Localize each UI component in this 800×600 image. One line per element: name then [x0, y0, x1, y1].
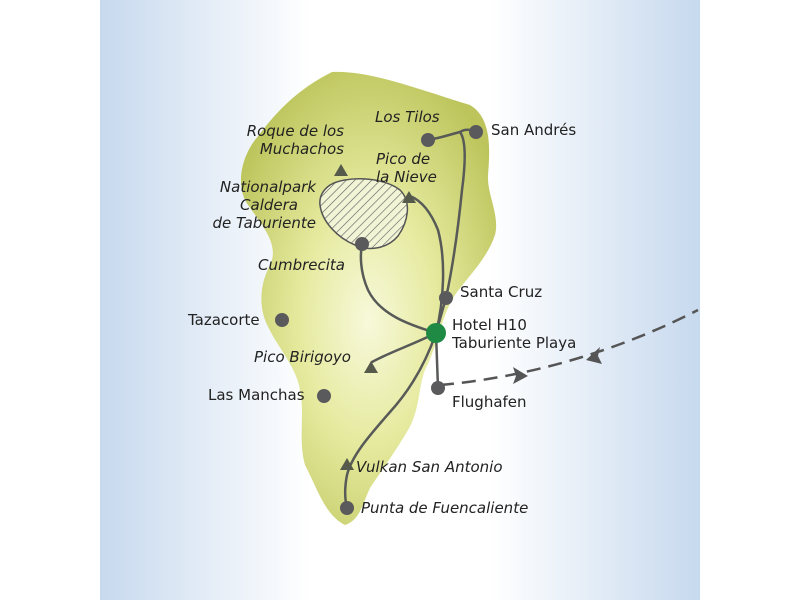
marker-los-tilos — [421, 133, 435, 147]
label-nationalpark-line2: Caldera — [240, 196, 298, 214]
label-hotel: Hotel H10 Taburiente Playa — [452, 316, 576, 352]
marker-tazacorte — [275, 313, 289, 327]
peak-birigoyo-icon — [364, 361, 378, 373]
flight-arrow-icon — [586, 347, 602, 364]
label-san-andres: San Andrés — [491, 121, 577, 139]
label-tazacorte: Tazacorte — [188, 311, 260, 329]
marker-punta — [340, 501, 354, 515]
marker-santa-cruz — [439, 291, 453, 305]
label-los-tilos: Los Tilos — [375, 108, 440, 126]
peak-pico-nieve-icon — [402, 191, 416, 203]
island-la-palma — [240, 71, 497, 525]
route-cumbrecita — [359, 242, 438, 335]
marker-san-andres — [469, 125, 483, 139]
marker-flughafen — [431, 381, 445, 395]
label-roque-line1: Roque de los — [246, 122, 344, 140]
flight-arrow-icon — [513, 367, 528, 384]
label-pico-birigoyo: Pico Birigoyo — [254, 348, 351, 366]
label-pico-nieve: Pico de la Nieve — [376, 150, 437, 186]
nationalpark-area — [319, 178, 409, 250]
marker-hotel-icon — [426, 323, 446, 343]
route-hotel-santacruz-sanandres — [434, 128, 478, 335]
marker-las-manchas — [317, 389, 331, 403]
route-south — [343, 331, 438, 510]
label-hotel-line2: Taburiente Playa — [452, 334, 577, 352]
label-hotel-line1: Hotel H10 — [452, 316, 527, 334]
label-punta: Punta de Fuencaliente — [361, 499, 529, 517]
label-pico-nieve-line2: la Nieve — [376, 168, 437, 186]
label-las-manchas: Las Manchas — [208, 386, 305, 404]
route-pico-nieve — [408, 194, 445, 335]
flight-path — [439, 308, 699, 387]
peak-roque-icon — [334, 164, 348, 176]
label-santa-cruz: Santa Cruz — [460, 283, 543, 301]
label-nationalpark: Nationalpark Caldera de Taburiente — [200, 178, 316, 232]
label-roque: Roque de los Muchachos — [232, 122, 344, 158]
peak-vulkan-icon — [340, 458, 354, 470]
label-roque-line2: Muchachos — [259, 140, 344, 158]
label-nationalpark-line1: Nationalpark — [219, 178, 316, 196]
label-pico-nieve-line1: Pico de — [376, 150, 431, 168]
label-cumbrecita: Cumbrecita — [258, 256, 345, 274]
marker-cumbrecita — [355, 237, 369, 251]
town-markers — [275, 125, 483, 515]
label-flughafen: Flughafen — [452, 393, 527, 411]
label-vulkan: Vulkan San Antonio — [356, 458, 503, 476]
label-nationalpark-line3: de Taburiente — [212, 214, 316, 232]
